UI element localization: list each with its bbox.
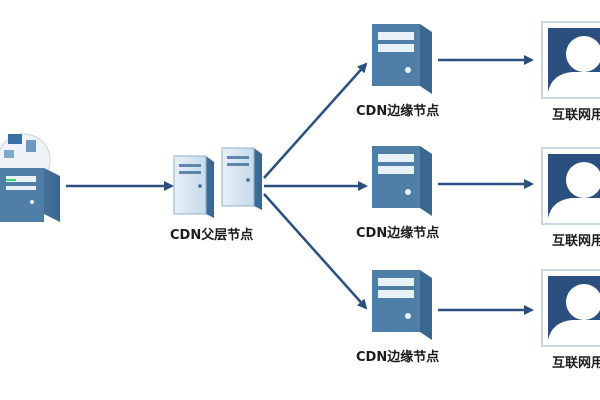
parent-node-label: CDN父层节点	[170, 228, 254, 243]
arrow-parent-to-edge-3	[263, 193, 368, 310]
server-icon	[372, 270, 432, 340]
edge-node-label-2: CDN边缘节点	[356, 226, 440, 241]
user-label-1: 互联网用户	[552, 108, 600, 123]
server-icon	[372, 146, 432, 216]
parent-node-servers	[173, 147, 262, 218]
edge-node-label-3: CDN边缘节点	[356, 350, 440, 365]
server-icon	[372, 24, 432, 94]
server-icon	[221, 147, 262, 210]
user-profile-icon	[541, 269, 600, 347]
user-label-2: 互联网用户	[552, 234, 600, 249]
origin-server-icon	[0, 133, 60, 222]
user-label-3: 互联网用户	[552, 356, 600, 371]
server-icon	[173, 155, 214, 218]
arrow-parent-to-edge-1	[263, 62, 368, 179]
user-profile-icon	[541, 21, 600, 99]
edge-node-label-1: CDN边缘节点	[356, 104, 440, 119]
user-profile-icon	[541, 147, 600, 225]
